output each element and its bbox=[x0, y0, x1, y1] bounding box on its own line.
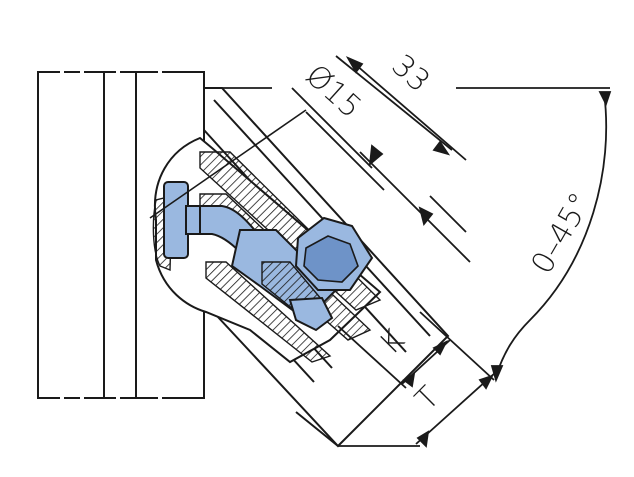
label-angle: 0–45° bbox=[525, 187, 599, 280]
fastener-assembly bbox=[163, 181, 374, 332]
label-length: 33 bbox=[385, 48, 437, 100]
dimension-length bbox=[335, 55, 467, 161]
dimension-k-t bbox=[337, 311, 497, 448]
center-line bbox=[149, 109, 307, 219]
lower-lug bbox=[288, 296, 334, 332]
profile-break-marks bbox=[60, 70, 162, 400]
label-t: T bbox=[409, 380, 447, 418]
dimension-diameter bbox=[291, 87, 471, 263]
